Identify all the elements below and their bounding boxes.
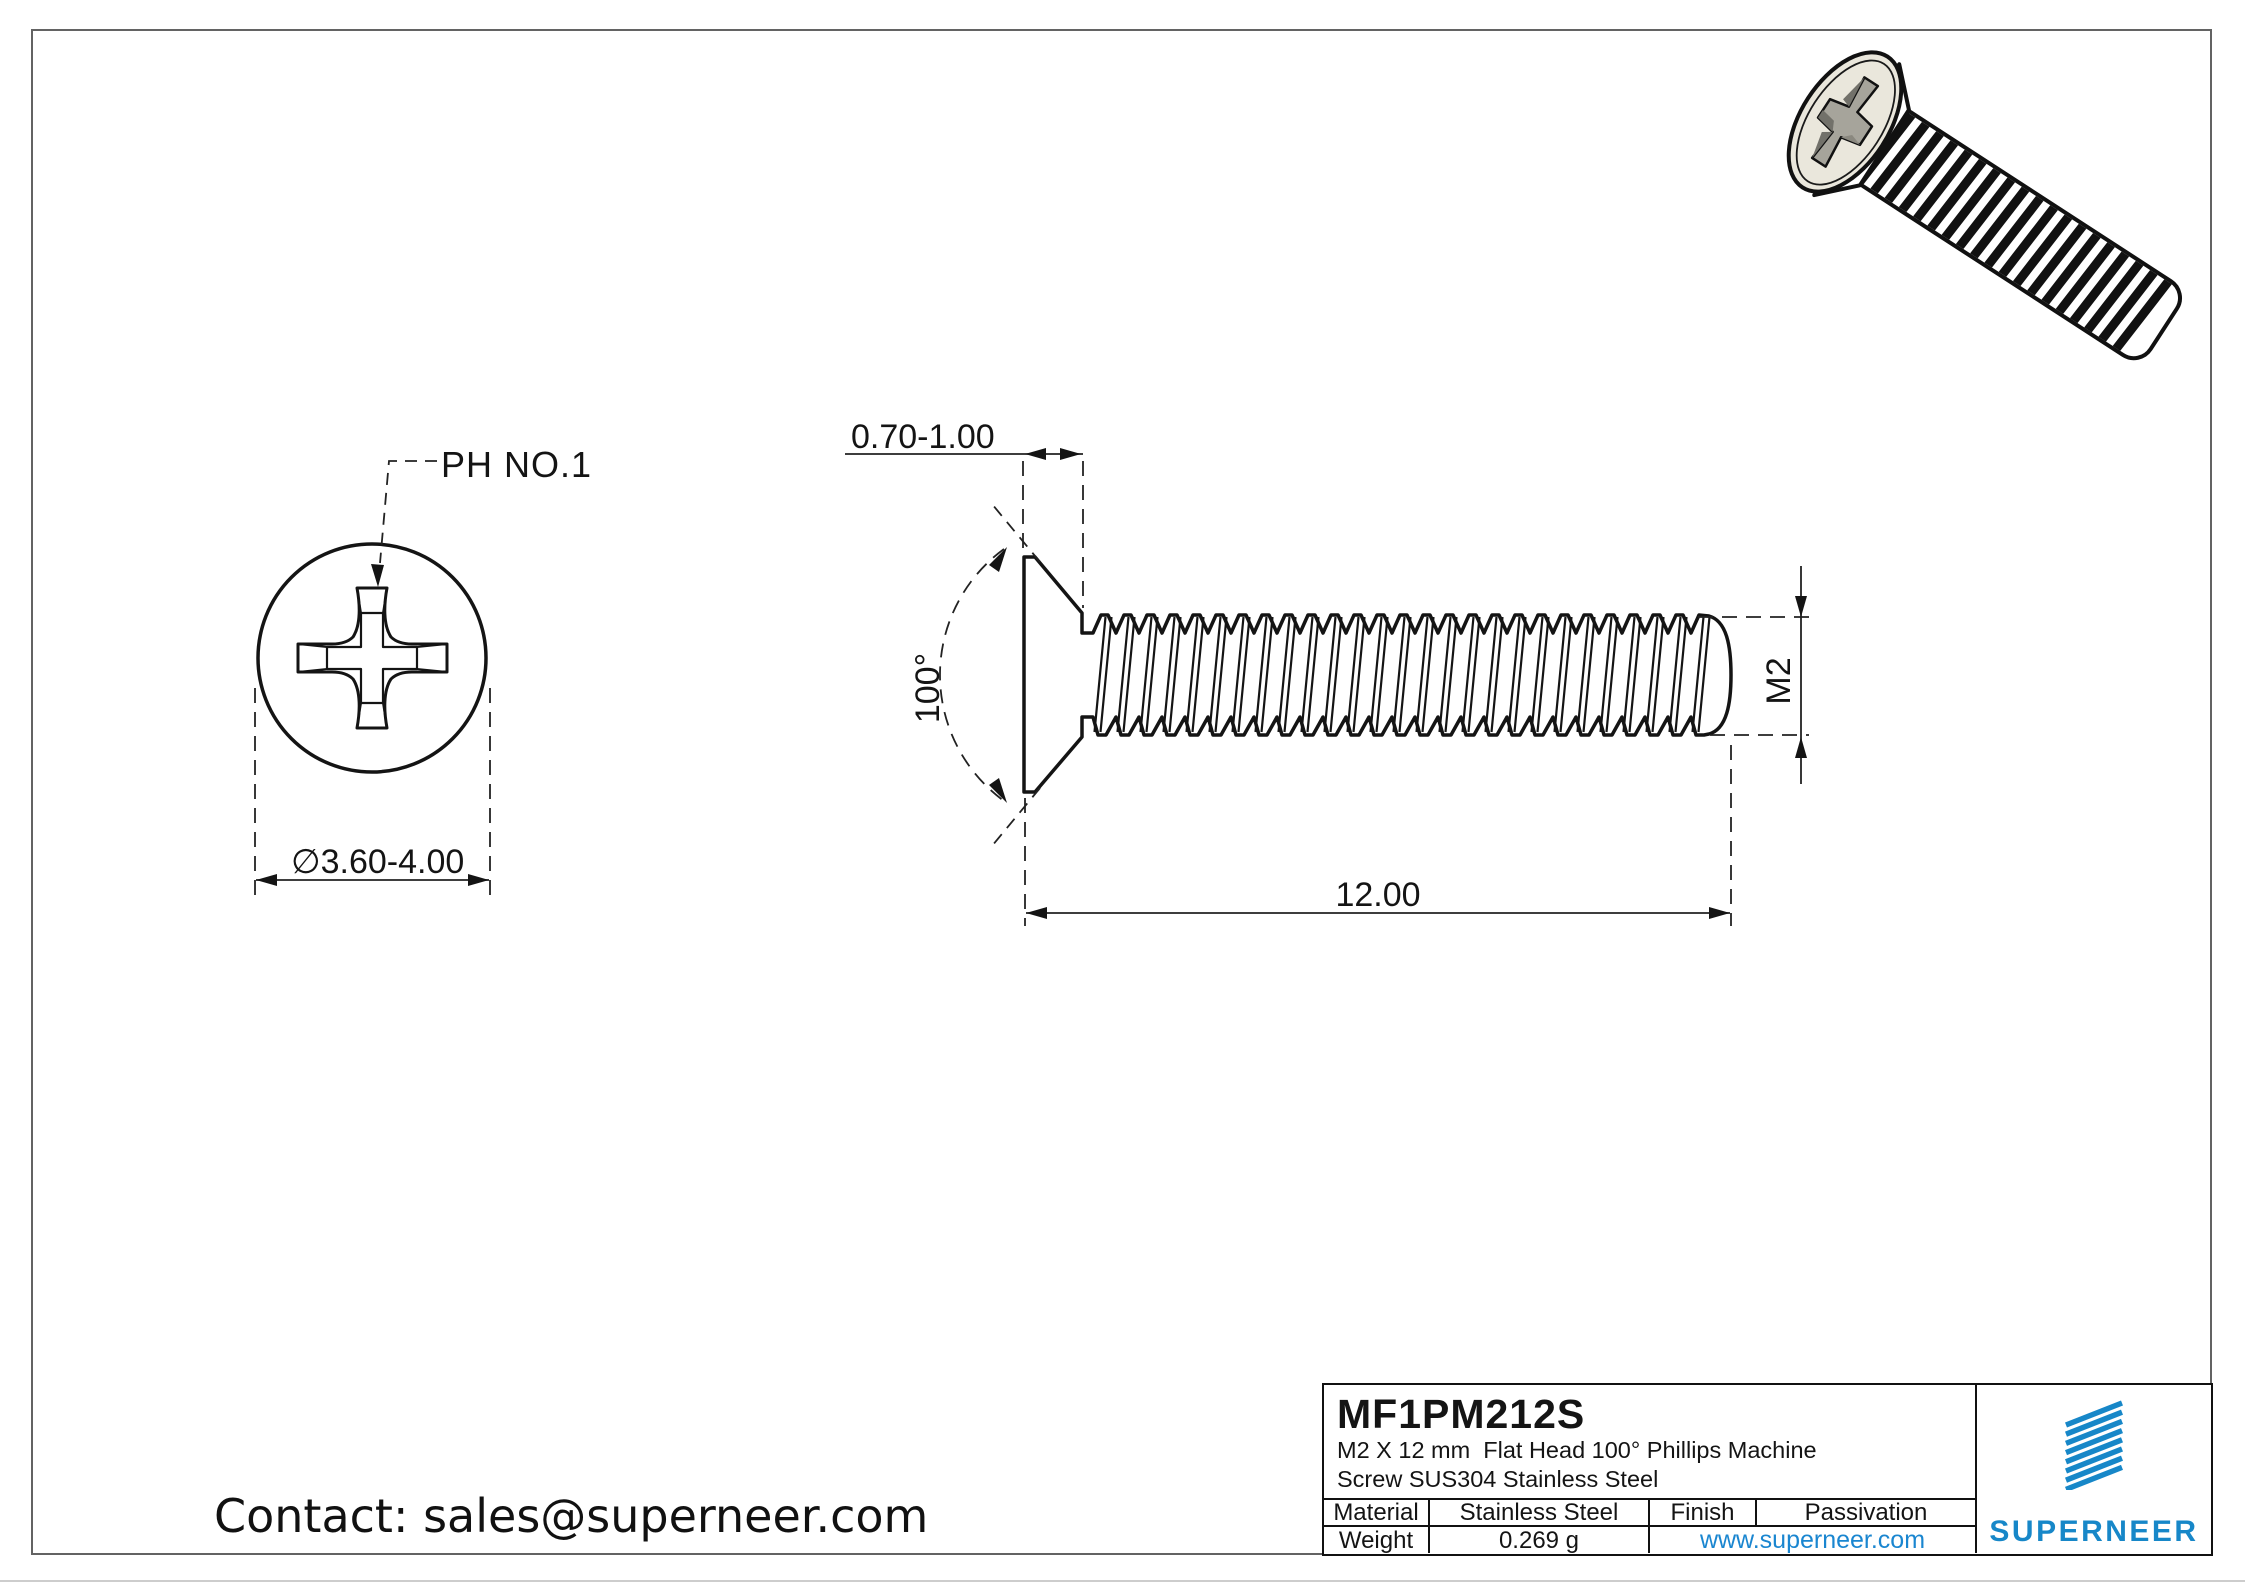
brand-name: SUPERNEER [1989,1515,2199,1548]
weight-value-cell: 0.269 g [1498,1526,1580,1554]
divider [1975,1385,1977,1553]
length-dim-label: 12.00 [1335,876,1421,914]
head-height-dim-label: 0.70-1.00 [851,418,995,456]
screw-profile-outline [1022,555,1733,794]
side-view [1022,555,1733,794]
front-view [256,542,488,774]
ph-leader [371,460,437,587]
phillips-recess-inner [325,611,419,705]
part-description-line1: M2 X 12 mm Flat Head 100° Phillips Machi… [1337,1437,1817,1463]
material-value-cell: Stainless Steel [1459,1498,1619,1526]
diameter-dimension [254,688,491,897]
phillips-recess-3d [1810,76,1880,168]
head-chamfer-ring-3d [1795,59,1896,186]
leader-arrowhead [371,564,384,587]
part-description-line2: Screw SUS304 Stainless Steel [1337,1466,1659,1492]
screw-3d-render [1786,50,2182,361]
website-link[interactable]: www.superneer.com [1699,1526,1926,1554]
divider [1324,1498,1977,1500]
diameter-dim-label: ∅3.60-4.00 [291,843,465,881]
length-dimension [1024,745,1732,926]
thread-size-label: M2 [1760,657,1798,705]
head-height-dimension [845,448,1084,608]
thread-stripes-3d [1855,110,2173,353]
finish-value-cell: Passivation [1804,1498,1928,1526]
angle-dim-label: 100° [909,652,947,724]
ph-no1-label: PH NO.1 [441,444,593,485]
phillips-wing-tapers [297,587,448,729]
superneer-hatch-logo-icon [2065,1400,2123,1490]
contact-email-line: Contact: sales@superneer.com [214,1489,929,1543]
page-bottom-edge [0,1580,2245,1582]
head-outline-circle [256,542,488,774]
thread-flank-lines [1093,616,1711,733]
part-number: MF1PM212S [1337,1391,1586,1437]
divider [1428,1498,1430,1553]
drawing-border-frame [31,29,2212,1555]
thread-size-dimension [1698,566,1809,784]
title-block: MF1PM212S M2 X 12 mm Flat Head 100° Phil… [1322,1383,2213,1556]
phillips-recess-outer [296,586,449,730]
divider [1648,1498,1650,1553]
material-label-cell: Material [1333,1498,1419,1526]
divider [1324,1525,1977,1527]
countersink-angle-dimension [939,503,1041,847]
finish-label-cell: Finish [1670,1498,1735,1526]
weight-label-cell: Weight [1338,1526,1414,1554]
divider [1755,1498,1757,1525]
